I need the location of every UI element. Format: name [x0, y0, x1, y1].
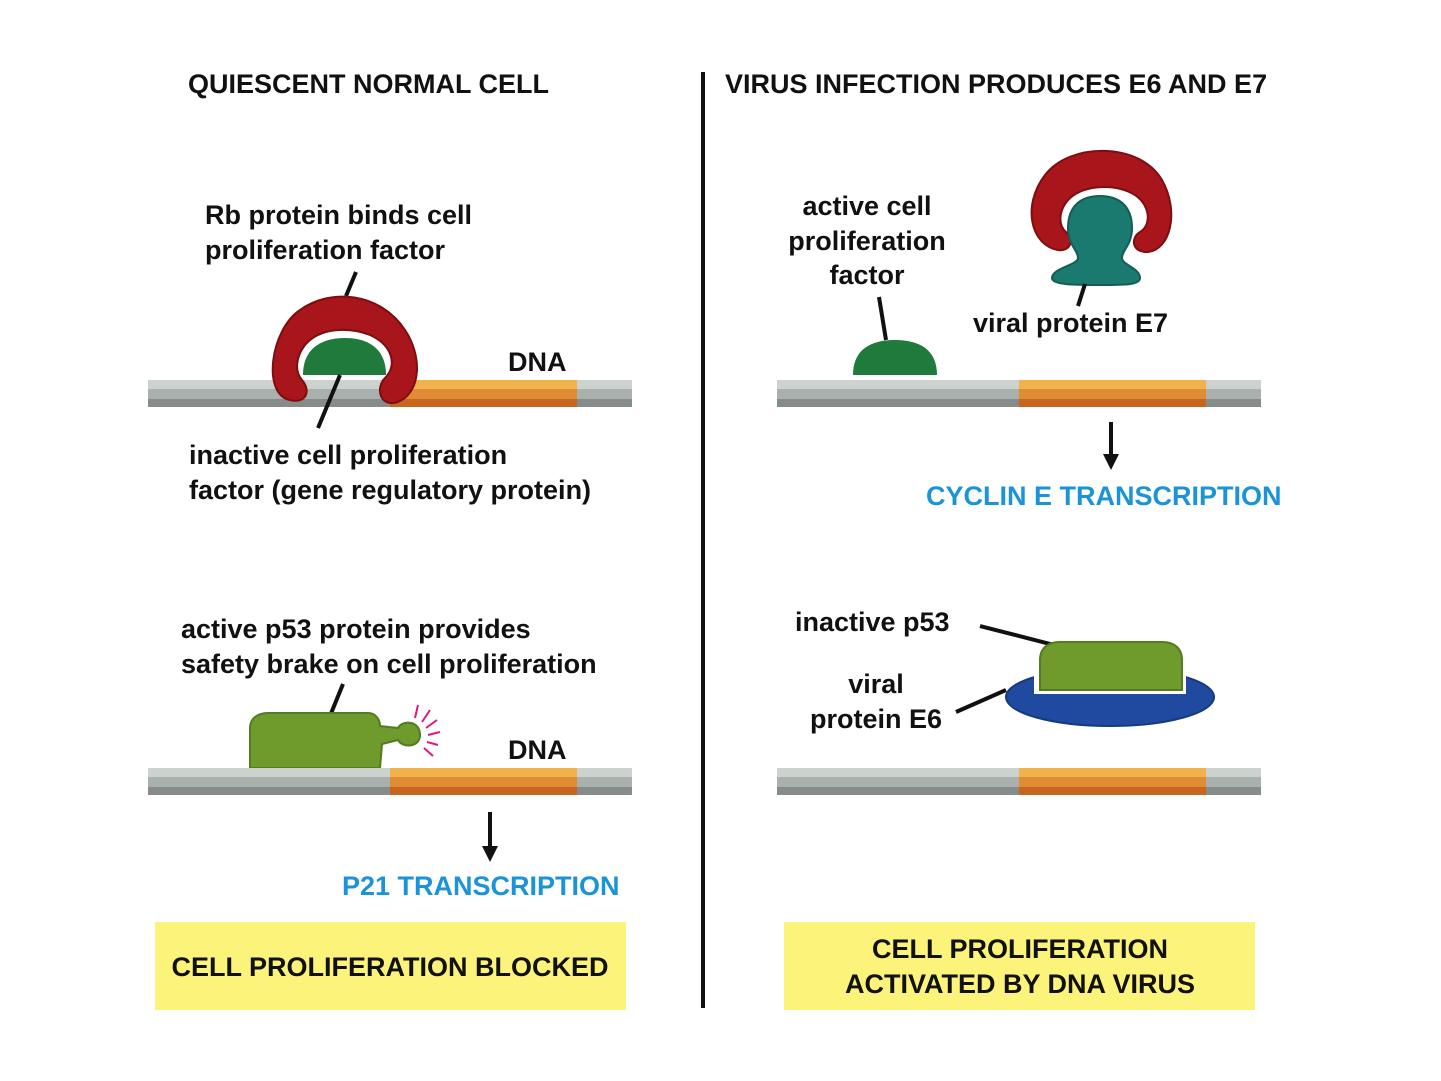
inactive-p53-label: inactive p53 — [795, 607, 950, 637]
result-box-right — [784, 922, 1255, 1010]
dna-strand-top-right — [777, 380, 1261, 407]
e6-p53-complex — [1005, 641, 1215, 727]
active-label-line1: active cell — [802, 191, 931, 221]
rb-protein-bound-e7 — [1030, 149, 1173, 286]
p53-label-line1: active p53 protein provides — [181, 614, 531, 644]
e6-label-line1: viral — [848, 669, 904, 699]
dna-label-top: DNA — [508, 347, 567, 377]
dna-strand-bottom-left — [148, 768, 632, 795]
rb-protein — [271, 295, 418, 405]
cyclin-e-transcription: CYCLIN E TRANSCRIPTION — [926, 481, 1282, 511]
e6-label-line2: protein E6 — [810, 704, 942, 734]
result-left: CELL PROLIFERATION BLOCKED — [172, 952, 609, 982]
p53-label-line2: safety brake on cell proliferation — [181, 649, 597, 679]
result-right-line1: CELL PROLIFERATION — [872, 934, 1168, 964]
p21-transcription: P21 TRANSCRIPTION — [342, 871, 620, 901]
inactive-label-line2: factor (gene regulatory protein) — [189, 475, 591, 505]
down-arrow-right — [1103, 422, 1119, 470]
result-right-line2: ACTIVATED BY DNA VIRUS — [845, 969, 1195, 999]
rb-label-line1: Rb protein binds cell — [205, 200, 472, 230]
down-arrow-left — [482, 812, 498, 862]
dna-strand-bottom-right — [777, 768, 1261, 795]
right-title: VIRUS INFECTION PRODUCES E6 AND E7 — [725, 69, 1267, 99]
inactive-factor — [303, 338, 386, 375]
left-title: QUIESCENT NORMAL CELL — [188, 69, 549, 99]
e7-label: viral protein E7 — [973, 308, 1168, 338]
inactive-label-line1: inactive cell proliferation — [189, 440, 507, 470]
active-factor — [853, 340, 937, 375]
result-box-left — [155, 922, 626, 1010]
panel-divider — [701, 72, 705, 1008]
active-label-line3: factor — [829, 260, 905, 290]
dna-label-bottom: DNA — [508, 735, 567, 765]
active-label-line2: proliferation — [788, 226, 946, 256]
active-p53-protein — [249, 704, 441, 769]
rb-label-line2: proliferation factor — [205, 235, 446, 265]
